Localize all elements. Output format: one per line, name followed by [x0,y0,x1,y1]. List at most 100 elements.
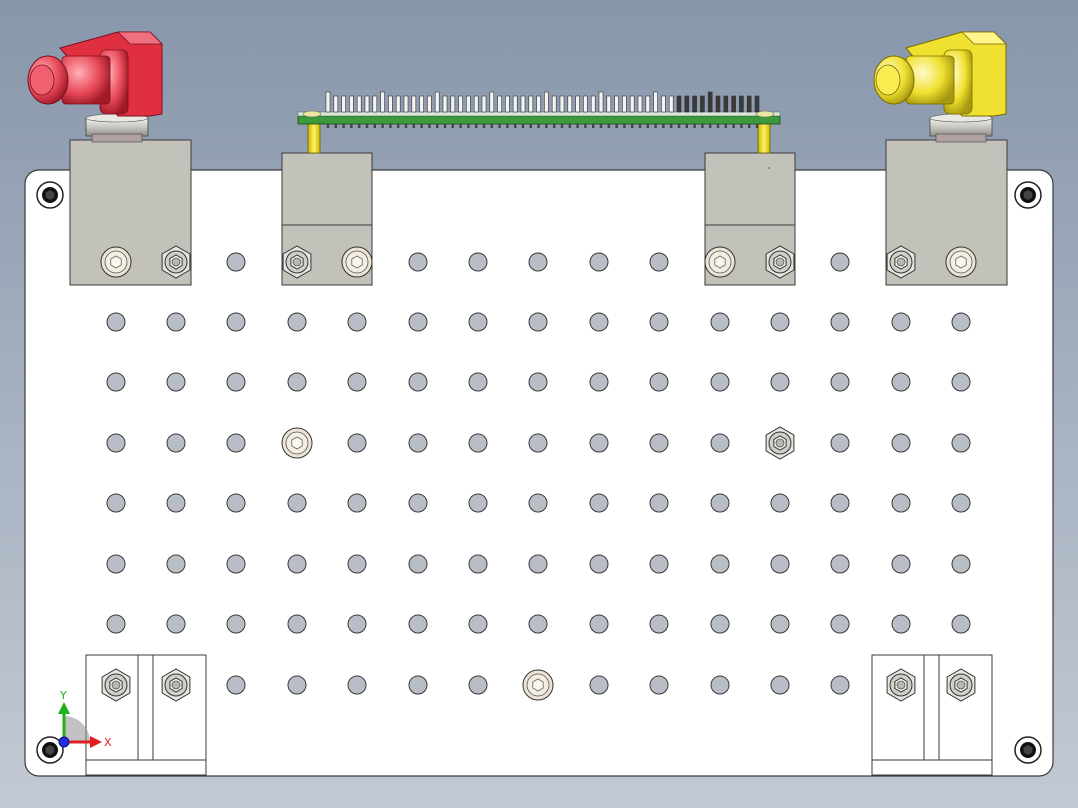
plate-hole [287,554,307,574]
clamp-bottom-left[interactable] [85,654,207,776]
plate-hole [468,493,488,513]
plate-hole [347,312,367,332]
plate-hole [287,312,307,332]
coordinate-triad-icon: Y X [58,689,112,749]
plate-hole [589,675,609,695]
base-plate[interactable] [24,169,1054,777]
bolt-head-icon [100,246,132,278]
plate-hole [226,554,246,574]
mounting-hole-icon [1014,736,1042,764]
plate-hole [770,614,790,634]
plate-hole [408,675,428,695]
bolt-head-icon [341,246,373,278]
plate-hole [226,433,246,453]
plate-hole [528,372,548,392]
plate-hole [830,312,850,332]
plate-hole [408,554,428,574]
bolt-head-icon [945,246,977,278]
plate-hole [226,312,246,332]
plate-hole [528,493,548,513]
plate-hole [468,372,488,392]
plate-hole [589,252,609,272]
plate-hole [770,312,790,332]
hex-nut-icon [946,668,976,702]
plate-hole [710,433,730,453]
plate-hole [589,433,609,453]
yellow-connector[interactable] [873,31,1007,143]
plate-hole [166,614,186,634]
plate-hole [226,493,246,513]
pcb-assembly[interactable] [297,91,781,154]
plate-hole [830,252,850,272]
plate-hole [891,614,911,634]
plate-hole [408,493,428,513]
plate-hole [770,675,790,695]
red-connector[interactable] [27,31,163,143]
hex-nut-icon [161,668,191,702]
plate-hole [589,554,609,574]
plate-hole [830,675,850,695]
mounting-hole-icon [36,181,64,209]
hex-nut-icon [765,426,795,460]
plate-hole [710,554,730,574]
plate-hole [408,312,428,332]
plate-hole [106,312,126,332]
corner-mounting-holes [36,181,1042,764]
plate-hole [589,372,609,392]
plate-hole [287,675,307,695]
clamp-bottom-right[interactable] [871,654,993,776]
plate-hole [649,675,669,695]
plate-hole [226,614,246,634]
plate-hole [287,493,307,513]
plate-hole [830,554,850,574]
plate-hole [287,614,307,634]
plate-hole [830,614,850,634]
plate-hole [951,554,971,574]
plate-hole [468,433,488,453]
plate-hole [347,554,367,574]
plate-hole [951,493,971,513]
plate-hole [710,493,730,513]
plate-hole [951,312,971,332]
plate-hole [528,312,548,332]
plate-hole [408,372,428,392]
plate-hole [528,554,548,574]
hole-grid [106,252,971,695]
plate-hole [951,372,971,392]
plate-hole [649,493,669,513]
plate-hole [649,614,669,634]
fasteners [100,245,977,702]
plate-hole [106,433,126,453]
pcb-header-pins [325,91,760,128]
plate-hole [408,252,428,272]
bolt-head-icon [704,246,736,278]
plate-hole [528,614,548,634]
plate-hole [528,252,548,272]
plate-hole [468,614,488,634]
plate-hole [891,372,911,392]
plate-hole [347,493,367,513]
plate-hole [226,675,246,695]
hex-nut-icon [282,245,312,279]
plate-hole [951,433,971,453]
plate-hole [166,312,186,332]
plate-hole [347,675,367,695]
plate-hole [106,493,126,513]
plate-hole [408,433,428,453]
plate-hole [226,252,246,272]
plate-hole [710,614,730,634]
plate-hole [347,614,367,634]
plate-hole [589,312,609,332]
plate-hole [770,372,790,392]
hex-nut-icon [765,245,795,279]
axis-x-label: X [104,736,112,749]
plate-hole [408,614,428,634]
plate-hole [770,493,790,513]
plate-hole [106,614,126,634]
plate-hole [468,312,488,332]
hex-nut-icon [101,668,131,702]
mounting-hole-icon [1014,181,1042,209]
plate-hole [106,372,126,392]
